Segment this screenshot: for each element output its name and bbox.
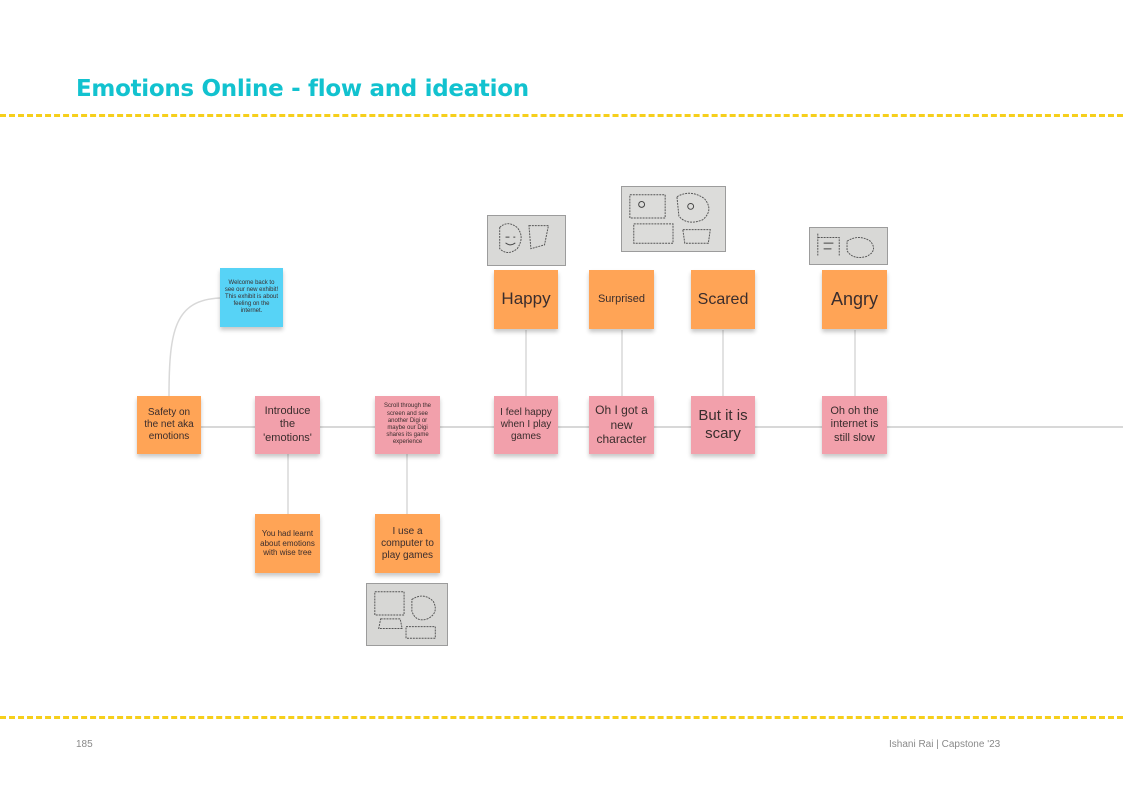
- sticky-note-happy-text: I feel happy when I play games: [494, 396, 558, 454]
- sticky-note-happy-label-text: Happy: [501, 289, 551, 309]
- page-number: 185: [76, 739, 93, 750]
- footer-credit: Ishani Rai | Capstone '23: [889, 739, 1001, 750]
- bottom-dashed-divider: [0, 716, 1123, 719]
- sticky-note-safety-text: Safety on the net aka emotions: [144, 407, 194, 442]
- sticky-note-surprised-label: Surprised: [589, 270, 654, 329]
- sticky-note-computer: I use a computer to play games: [375, 514, 440, 573]
- page-title: Emotions Online - flow and ideation: [76, 76, 529, 102]
- sticky-note-introduce: Introduce the 'emotions': [255, 396, 320, 454]
- sticky-note-surprised-label-text: Surprised: [597, 292, 646, 305]
- sticky-note-computer-text: I use a computer to play games: [381, 525, 434, 561]
- sticky-note-happy-text-content: I feel happy when I play games: [500, 407, 552, 442]
- sticky-note-angry-text: Oh oh the internet is still slow: [822, 396, 887, 454]
- sticky-note-scared-text: But it is scary: [691, 396, 755, 454]
- sticky-note-welcome-text: Welcome back to see our new exhibit! Thi…: [224, 279, 279, 315]
- sticky-note-scared-label: Scared: [691, 270, 755, 329]
- sketch-angry: [809, 227, 888, 265]
- top-dashed-divider: [0, 114, 1123, 117]
- sticky-note-scared-text-content: But it is scary: [698, 407, 748, 442]
- sticky-note-happy-label: Happy: [494, 270, 558, 329]
- sticky-note-surprised-text: Oh I got a new character: [589, 396, 654, 454]
- sticky-note-welcome: Welcome back to see our new exhibit! Thi…: [220, 268, 283, 327]
- sticky-note-angry-text-content: Oh oh the internet is still slow: [830, 405, 879, 444]
- sticky-note-introduce-text: Introduce the 'emotions': [263, 405, 312, 444]
- sticky-note-angry-label-text: Angry: [830, 288, 879, 309]
- connector-safety-welcome: [168, 297, 221, 397]
- sticky-note-scroll-text: Scroll through the screen and see anothe…: [383, 403, 432, 446]
- sticky-note-safety: Safety on the net aka emotions: [137, 396, 201, 454]
- sticky-note-scroll: Scroll through the screen and see anothe…: [375, 396, 440, 454]
- sticky-note-learnt: You had learnt about emotions with wise …: [255, 514, 320, 573]
- sketch-happy: [487, 215, 566, 266]
- sketch-surprised-scared: [621, 186, 726, 252]
- sticky-note-learnt-text: You had learnt about emotions with wise …: [260, 529, 315, 558]
- sketch-computer: [366, 583, 448, 646]
- sticky-note-scared-label-text: Scared: [697, 290, 749, 308]
- sticky-note-angry-label: Angry: [822, 270, 887, 329]
- sticky-note-surprised-text-content: Oh I got a new character: [595, 403, 648, 447]
